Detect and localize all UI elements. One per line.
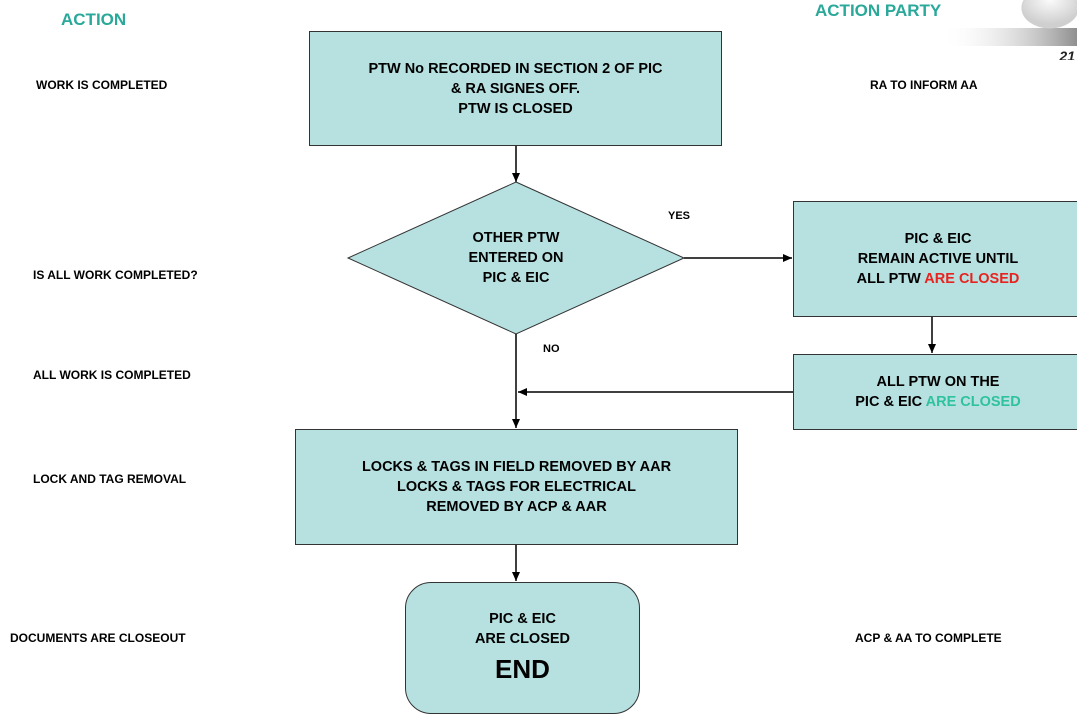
left-label-lock-tag-removal: LOCK AND TAG REMOVAL	[33, 472, 187, 486]
end-box: PIC & EIC ARE CLOSED END	[405, 582, 640, 714]
ptw-recorded-line2: & RA SIGNES OFF.	[450, 80, 581, 97]
action-header: ACTION	[61, 10, 127, 29]
allclosed-line2-highlight: ARE CLOSED	[925, 394, 1021, 410]
decision-text: OTHER PTW ENTERED ON PIC & EIC	[416, 228, 616, 288]
ptw-recorded-box: PTW No RECORDED IN SECTION 2 OF PIC & RA…	[309, 31, 722, 146]
left-label-documents-closeout: DOCUMENTS ARE CLOSEOUT	[10, 631, 186, 645]
action-party-header: ACTION PARTY	[815, 1, 942, 20]
logo-number: 21	[1059, 48, 1075, 60]
decision-line1: OTHER PTW	[472, 230, 560, 246]
yes-label: YES	[668, 210, 691, 222]
remain-line1: PIC & EIC	[904, 231, 972, 247]
decision-line2: ENTERED ON	[468, 250, 564, 266]
remain-line3-plain: ALL PTW	[856, 271, 925, 287]
locks-tags-box: LOCKS & TAGS IN FIELD REMOVED BY AAR LOC…	[295, 429, 738, 545]
remain-active-box: PIC & EIC REMAIN ACTIVE UNTIL ALL PTW AR…	[793, 201, 1077, 317]
end-label: END	[495, 654, 550, 684]
logo: 21	[940, 0, 1077, 60]
all-ptw-closed-box: ALL PTW ON THE PIC & EIC ARE CLOSED	[793, 354, 1077, 430]
locks-line1: LOCKS & TAGS IN FIELD REMOVED BY AAR	[361, 459, 672, 475]
left-label-all-work-completed: ALL WORK IS COMPLETED	[33, 368, 191, 382]
right-label-ra-inform-aa: RA TO INFORM AA	[870, 78, 978, 92]
left-label-work-completed: WORK IS COMPLETED	[36, 78, 168, 92]
locks-line3: REMOVED BY ACP & AAR	[426, 499, 607, 515]
remain-line3-highlight: ARE CLOSED	[924, 271, 1020, 287]
allclosed-line2: PIC & EIC ARE CLOSED	[855, 392, 1020, 412]
no-label: NO	[543, 343, 560, 355]
ptw-recorded-line3: PTW IS CLOSED	[458, 100, 573, 117]
end-line1: PIC & EIC	[489, 611, 556, 627]
ptw-recorded-line1: PTW No RECORDED IN SECTION 2 OF PIC	[368, 60, 663, 77]
decision-line3: PIC & EIC	[482, 270, 550, 286]
right-label-acp-aa-complete: ACP & AA TO COMPLETE	[855, 631, 1002, 645]
bulb-logo-icon	[940, 0, 1077, 46]
allclosed-line1: ALL PTW ON THE	[876, 374, 1000, 390]
allclosed-line2-plain: PIC & EIC	[855, 394, 926, 410]
locks-line2: LOCKS & TAGS FOR ELECTRICAL	[397, 479, 636, 495]
remain-line2: REMAIN ACTIVE UNTIL	[857, 251, 1019, 267]
left-label-is-all-work-completed: IS ALL WORK COMPLETED?	[33, 268, 198, 282]
remain-line3: ALL PTW ARE CLOSED	[857, 269, 1020, 289]
end-line2: ARE CLOSED	[474, 631, 571, 647]
